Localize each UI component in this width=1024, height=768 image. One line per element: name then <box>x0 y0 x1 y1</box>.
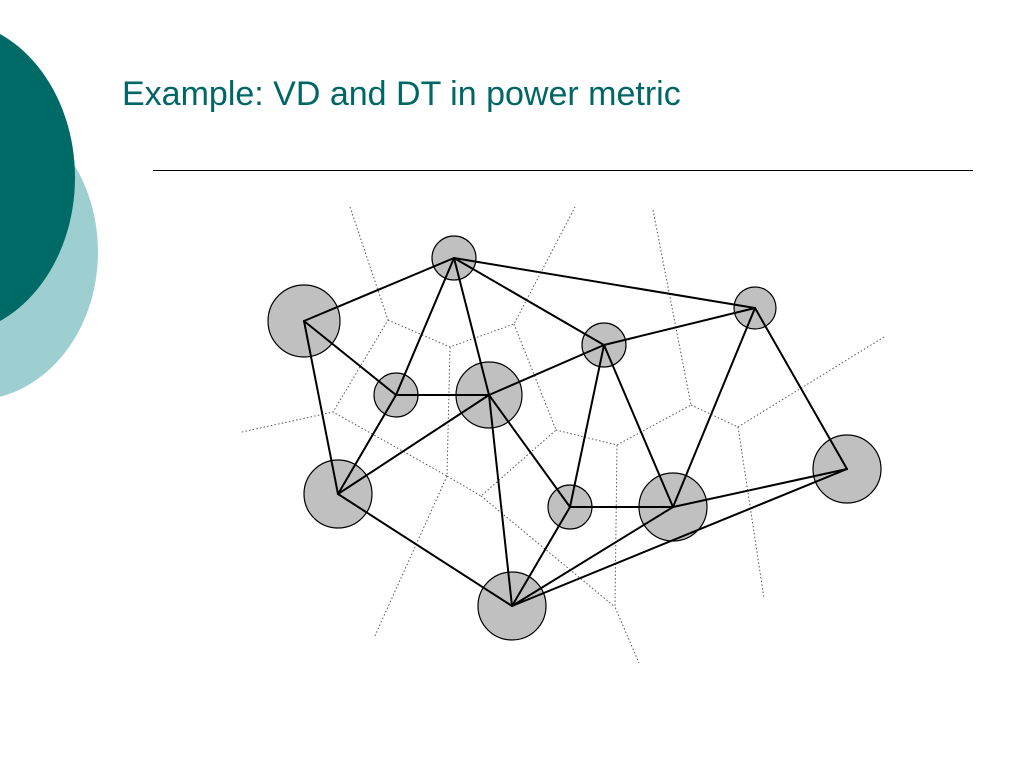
voronoi-edge-9 <box>373 475 448 639</box>
title-underline <box>153 170 973 171</box>
delaunay-edge-s3-s9 <box>672 307 756 508</box>
delaunay-edge-s2-s4 <box>303 320 397 396</box>
weighted-sites <box>267 235 882 641</box>
delaunay-edge-s1-s3 <box>453 257 756 309</box>
delaunay-edge-s1-s6 <box>453 257 605 346</box>
delaunay-edge-s5-s8 <box>488 394 571 508</box>
delaunay-edge-s5-s11 <box>488 394 513 607</box>
voronoi-edge-10 <box>480 495 616 608</box>
delaunay-edge-s7-s11 <box>337 493 513 607</box>
delaunay-edge-s1-s2 <box>303 257 455 322</box>
voronoi-edge-1 <box>241 206 389 433</box>
voronoi-edge-8 <box>614 444 640 664</box>
delaunay-edge-s4-s7 <box>337 394 397 495</box>
delaunay-edge-s3-s10 <box>754 307 848 470</box>
delaunay-edge-s1-s4 <box>395 257 455 396</box>
delaunay-edge-s9-s10 <box>672 468 848 508</box>
delaunay-edges <box>303 257 848 607</box>
voronoi-edge-6 <box>690 336 885 428</box>
delaunay-edge-s5-s7 <box>337 394 490 495</box>
delaunay-edge-s5-s6 <box>488 344 605 396</box>
delaunay-edge-s1-s5 <box>453 257 490 396</box>
delaunay-edge-s8-s11 <box>511 506 571 607</box>
delaunay-edge-s3-s6 <box>603 307 756 346</box>
voronoi-edge-7 <box>737 426 765 599</box>
voronoi-edge-2 <box>387 206 576 348</box>
delaunay-edge-s2-s7 <box>303 320 339 495</box>
delaunay-edge-s9-s11 <box>511 506 674 607</box>
voronoi-edge-5 <box>555 209 692 446</box>
voronoi-edges <box>241 206 885 664</box>
delaunay-edge-s10-s11 <box>511 468 848 607</box>
slide-title: Example: VD and DT in power metric <box>122 75 681 113</box>
delaunay-edge-s6-s8 <box>569 344 605 508</box>
voronoi-edge-4 <box>446 323 557 497</box>
delaunay-edge-s6-s9 <box>603 344 674 508</box>
